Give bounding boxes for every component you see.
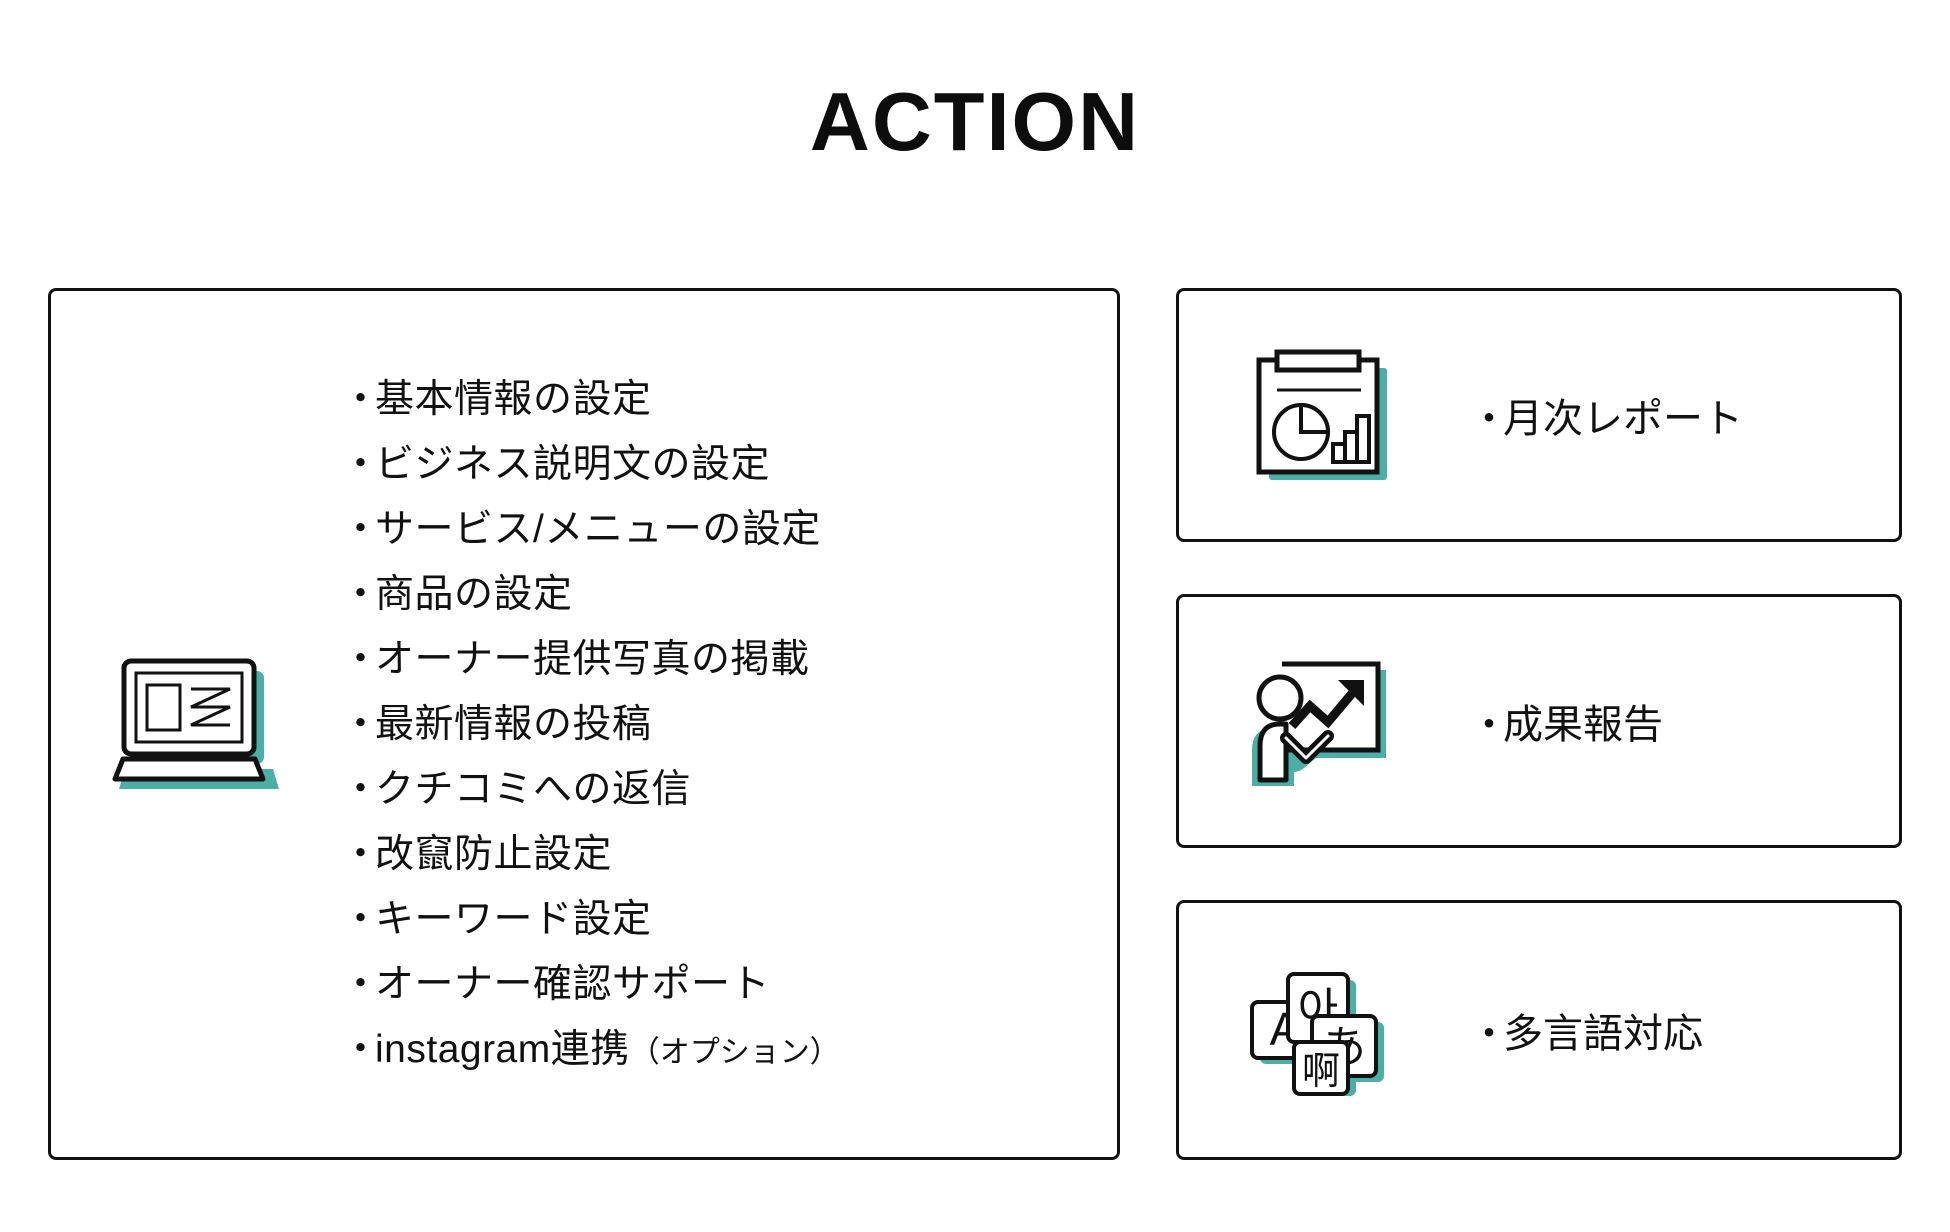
bullet-icon: ・ bbox=[341, 897, 381, 941]
report-chart-icon bbox=[1249, 348, 1399, 482]
list-item-label: 改竄防止設定 bbox=[375, 832, 613, 876]
list-item: ・ ビジネス説明文の設定 bbox=[341, 445, 1031, 484]
list-item: ・ オーナー確認サポート bbox=[341, 965, 1031, 1004]
card-label: 多言語対応 bbox=[1503, 1012, 1703, 1056]
bullet-icon: ・ bbox=[1469, 1012, 1509, 1056]
list-item-note: （オプション） bbox=[629, 1035, 840, 1069]
list-item-label: クチコミへの返信 bbox=[375, 767, 692, 811]
list-item-label: 最新情報の投稿 bbox=[375, 702, 652, 746]
list-item-label: instagram連携 bbox=[375, 1027, 630, 1071]
bullet-icon: ・ bbox=[1469, 703, 1509, 747]
list-item: ・ 基本情報の設定 bbox=[341, 380, 1031, 419]
report-chart-icon-wrap bbox=[1179, 348, 1469, 482]
list-item: ・ 最新情報の投稿 bbox=[341, 705, 1031, 744]
services-list: ・ 基本情報の設定 ・ ビジネス説明文の設定 ・ サービス/メニューの設定 ・ … bbox=[341, 380, 1117, 1069]
presentation-icon bbox=[1248, 654, 1400, 788]
bullet-icon: ・ bbox=[341, 507, 381, 551]
page-title: ACTION bbox=[809, 75, 1141, 168]
bullet-icon: ・ bbox=[341, 767, 381, 811]
bullet-icon: ・ bbox=[341, 572, 381, 616]
multilingual-cards-icon-wrap: A 아 あ 啊 bbox=[1179, 960, 1469, 1100]
bullet-icon: ・ bbox=[341, 962, 381, 1006]
list-item-label: 基本情報の設定 bbox=[375, 377, 652, 421]
glyph-a-chinese: 啊 bbox=[1302, 1049, 1340, 1093]
left-services-card: ・ 基本情報の設定 ・ ビジネス説明文の設定 ・ サービス/メニューの設定 ・ … bbox=[48, 288, 1120, 1160]
list-item: ・ サービス/メニューの設定 bbox=[341, 510, 1031, 549]
list-item-label: 商品の設定 bbox=[375, 572, 573, 616]
card-label-row: ・ 多言語対応 bbox=[1469, 1001, 1703, 1059]
card-label-row: ・ 月次レポート bbox=[1469, 386, 1743, 444]
bullet-icon: ・ bbox=[341, 637, 381, 681]
list-item: ・ instagram連携 （オプション） bbox=[341, 1030, 1031, 1069]
multilingual-cards-icon: A 아 あ 啊 bbox=[1244, 960, 1404, 1100]
list-item-label: オーナー提供写真の掲載 bbox=[375, 637, 810, 681]
laptop-icon-wrap bbox=[51, 649, 341, 799]
list-item: ・ キーワード設定 bbox=[341, 900, 1031, 939]
list-item-label: オーナー確認サポート bbox=[375, 962, 771, 1006]
list-item: ・ オーナー提供写真の掲載 bbox=[341, 640, 1031, 679]
list-item: ・ 改竄防止設定 bbox=[341, 835, 1031, 874]
list-item-label: キーワード設定 bbox=[375, 897, 652, 941]
bullet-icon: ・ bbox=[341, 377, 381, 421]
list-item: ・ 商品の設定 bbox=[341, 575, 1031, 614]
bullet-icon: ・ bbox=[341, 832, 381, 876]
bullet-icon: ・ bbox=[341, 442, 381, 486]
card-label: 月次レポート bbox=[1503, 397, 1743, 441]
list-item: ・ クチコミへの返信 bbox=[341, 770, 1031, 809]
monthly-report-card: ・ 月次レポート bbox=[1176, 288, 1902, 542]
list-item-label: ビジネス説明文の設定 bbox=[375, 442, 771, 486]
bullet-icon: ・ bbox=[1469, 397, 1509, 441]
multilingual-card: A 아 あ 啊 ・ 多言語対応 bbox=[1176, 900, 1902, 1160]
card-label: 成果報告 bbox=[1503, 703, 1663, 747]
list-item-label: サービス/メニューの設定 bbox=[375, 507, 821, 551]
card-label-row: ・ 成果報告 bbox=[1469, 692, 1663, 750]
results-report-card: ・ 成果報告 bbox=[1176, 594, 1902, 848]
laptop-icon bbox=[109, 649, 284, 799]
bullet-icon: ・ bbox=[341, 702, 381, 746]
bullet-icon: ・ bbox=[341, 1027, 381, 1071]
presentation-icon-wrap bbox=[1179, 654, 1469, 788]
